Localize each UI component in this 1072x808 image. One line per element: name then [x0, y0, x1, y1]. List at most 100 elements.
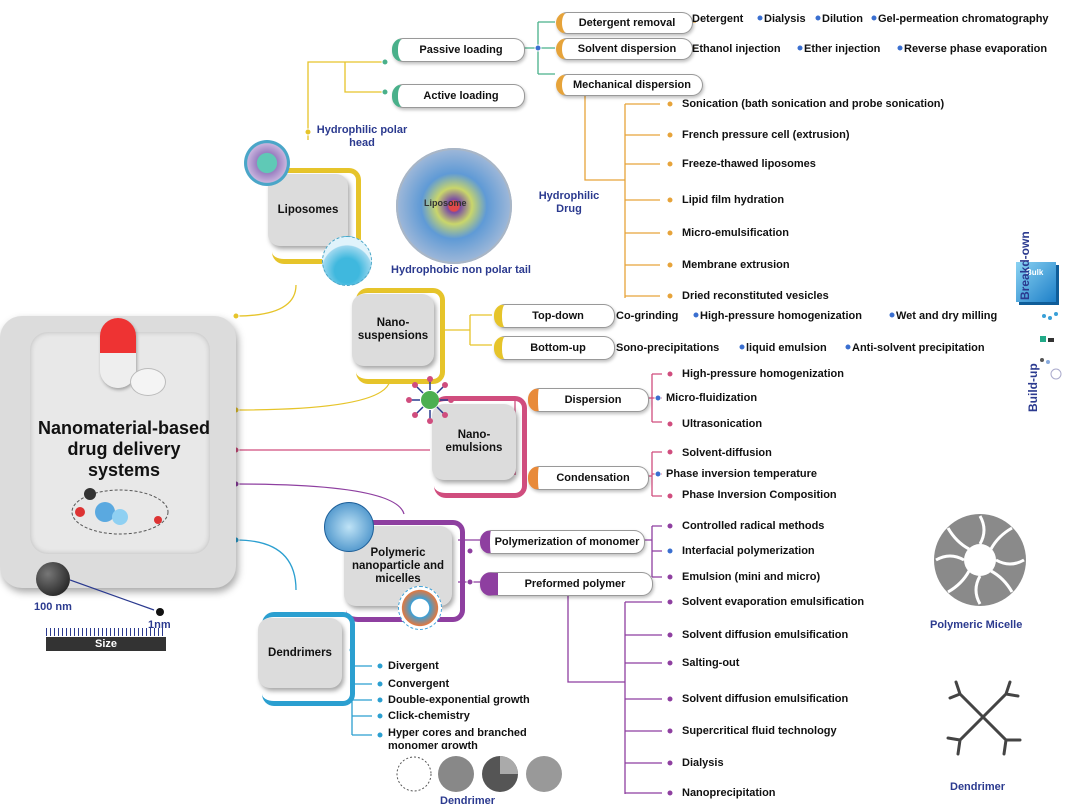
preformed-item: Solvent evaporation emulsification: [682, 596, 865, 608]
polymeric-micelle-illustration: [934, 514, 1026, 606]
dispersion-item: Ultrasonication: [682, 418, 763, 430]
hydrophilic-drug-label: Hydrophilic Drug: [538, 190, 600, 215]
size-bar: Size: [46, 637, 166, 651]
detergent-removal-button[interactable]: Detergent removal: [556, 12, 693, 34]
bullet-dot: [666, 659, 674, 667]
dendrimers-node[interactable]: Dendrimers: [258, 618, 342, 688]
monomer-item: Controlled radical methods: [682, 520, 825, 532]
bullet-dot: [666, 522, 674, 530]
mechanical-dispersion-button[interactable]: Mechanical dispersion: [556, 74, 703, 96]
big-size-label: 100 nm: [34, 601, 72, 613]
detergent-item: Gel-permeation chromatography: [878, 13, 1049, 25]
active-loading-button[interactable]: Active loading: [392, 84, 525, 108]
preformed-item: Supercritical fluid technology: [682, 725, 837, 737]
liposome-illustration: [396, 148, 512, 264]
bullet-dot: [666, 727, 674, 735]
condensation-item: Phase Inversion Composition: [682, 489, 837, 501]
bullet-dot: [756, 14, 764, 22]
dendrimer-item: Hyper cores and branched monomer growth: [388, 727, 527, 749]
dendrimer-caption: Dendrimer: [950, 781, 1006, 793]
preformed-polymer-button[interactable]: Preformed polymer: [480, 572, 653, 596]
bullet-dot: [376, 712, 384, 720]
preformed-item: Dialysis: [682, 757, 724, 769]
micelle-half-icon: [398, 586, 442, 630]
bullet-dot: [666, 196, 674, 204]
top-down-item: Co-grinding: [616, 310, 679, 322]
size-ruler: [46, 628, 166, 636]
bullet-dot: [666, 160, 674, 168]
top-down-item: Wet and dry milling: [896, 310, 998, 322]
bullet-dot: [888, 311, 896, 319]
nanoemulsion-frame: [434, 396, 527, 498]
bullet-dot: [376, 696, 384, 704]
bullet-dot: [666, 261, 674, 269]
hydrophilic-head-label: Hydrophilic polar head: [316, 124, 408, 149]
bullet-dot: [666, 100, 674, 108]
liposome-half-icon: [322, 236, 372, 286]
dendrimer-illustration: [946, 680, 1022, 756]
solvent-dispersion-button[interactable]: Solvent dispersion: [556, 38, 693, 60]
large-sphere-icon: [36, 562, 70, 596]
bullet-dot: [376, 662, 384, 670]
dendrimer-item: Divergent: [388, 660, 439, 672]
liposomes-node[interactable]: Liposomes: [268, 174, 348, 246]
bullet-dot: [666, 292, 674, 300]
polymer-network-icon: [324, 502, 374, 552]
preformed-item: Salting-out: [682, 657, 740, 669]
bullet-dot: [666, 370, 674, 378]
mechanical-item: Freeze-thawed liposomes: [682, 158, 816, 170]
dendrimer-item: Click-chemistry: [388, 710, 470, 722]
detergent-item: Dialysis: [764, 13, 806, 25]
bullet-dot: [666, 547, 674, 555]
liposome-sphere-icon: [244, 140, 290, 186]
condensation-button[interactable]: Condensation: [528, 466, 649, 490]
detergent-item: Dilution: [822, 13, 863, 25]
mechanical-item: Membrane extrusion: [682, 259, 790, 271]
dendrimer-generations-icon: [396, 756, 562, 792]
scale-arrow: [70, 579, 155, 611]
monomer-item: Emulsion (mini and micro): [682, 571, 821, 583]
solvent-item: Ether injection: [804, 43, 881, 55]
nanosusp-frame: [356, 288, 445, 384]
bullet-dot: [381, 58, 389, 66]
small-sphere-icon: [156, 608, 164, 616]
top-down-item: High-pressure homogenization: [700, 310, 862, 322]
condensation-item: Solvent-diffusion: [682, 447, 772, 459]
bullet-dot: [534, 44, 542, 52]
bottom-up-item: Anti-solvent precipitation: [852, 342, 985, 354]
bullet-dot: [692, 311, 700, 319]
dendrimer-frame: [262, 612, 355, 706]
bullet-dot: [376, 731, 384, 739]
bullet-dot: [666, 695, 674, 703]
passive-loading-button[interactable]: Passive loading: [392, 38, 525, 62]
bullet-dot: [666, 131, 674, 139]
capsule-icon: [100, 318, 136, 388]
dispersion-item: High-pressure homogenization: [682, 368, 844, 380]
dispersion-button[interactable]: Dispersion: [528, 388, 649, 412]
polymerization-monomer-button[interactable]: Polymerization of monomer: [480, 530, 645, 554]
liposome-frame: [272, 168, 361, 264]
preformed-item: Nanoprecipitation: [682, 787, 776, 799]
monomer-item: Interfacial polymerization: [682, 545, 815, 557]
mechanical-item: Lipid film hydration: [682, 194, 785, 206]
bullet-dot: [814, 14, 822, 22]
mechanical-item: French pressure cell (extrusion): [682, 129, 850, 141]
bottom-up-button[interactable]: Bottom-up: [494, 336, 615, 360]
hub-title: Nanomaterial-based drug delivery systems: [37, 418, 211, 480]
bullet-dot: [466, 547, 474, 555]
particle-cluster-icon: [1040, 312, 1062, 380]
top-down-button[interactable]: Top-down: [494, 304, 615, 328]
preformed-item: Solvent diffusion emulsification: [682, 693, 849, 705]
bullet-dot: [654, 470, 662, 478]
condensation-item: Phase inversion temperature: [666, 468, 818, 480]
nanosuspensions-node[interactable]: Nano-suspensions: [352, 294, 434, 366]
bulk-label: Bulk: [1026, 268, 1044, 277]
tablet-icon: [130, 368, 166, 396]
bullet-dot: [232, 312, 240, 320]
bullet-dot: [666, 492, 674, 500]
bullet-dot: [666, 598, 674, 606]
bullet-dot: [381, 88, 389, 96]
dendrimer-item: Convergent: [388, 678, 450, 690]
nanoemulsions-node[interactable]: Nano-emulsions: [432, 404, 516, 480]
solvent-item: Reverse phase evaporation: [904, 43, 1048, 55]
